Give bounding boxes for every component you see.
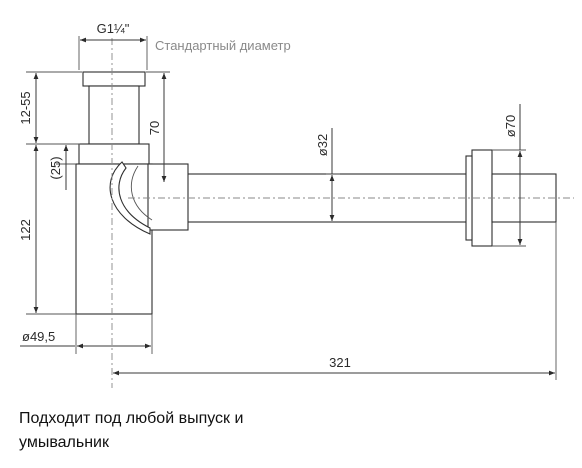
top-nut xyxy=(82,71,146,87)
center-lines xyxy=(111,38,574,388)
outlet-nut xyxy=(147,163,189,231)
left-dimensions: 12-55 122 (25) xyxy=(18,71,82,315)
length-label: 321 xyxy=(329,355,351,370)
body-diameter-dimension: ø49,5 xyxy=(20,314,153,354)
thread-dimension: G1¼" Стандартный диаметр xyxy=(78,21,291,70)
length-dimension: 321 xyxy=(113,222,557,380)
body-height-label: 122 xyxy=(18,219,33,241)
pipe-diameter-label: ø32 xyxy=(315,134,330,156)
flange-diameter-dimension: ø70 xyxy=(492,104,526,247)
flange-diameter-label: ø70 xyxy=(503,115,518,137)
standard-diameter-note: Стандартный диаметр xyxy=(155,38,291,53)
thread-label: G1¼" xyxy=(97,21,130,36)
outlet-height-dimension: 70 xyxy=(146,71,170,182)
pipe-diameter-dimension: ø32 xyxy=(315,128,340,221)
body-diameter-label: ø49,5 xyxy=(22,329,55,344)
middle-collar xyxy=(78,143,150,165)
caption-text: Подходит под любой выпуск и умывальник xyxy=(19,410,244,451)
siphon-technical-drawing: G1¼" Стандартный диаметр 12-55 122 (25) … xyxy=(18,21,574,388)
height-adjust-label: 12-55 xyxy=(18,91,33,124)
offset-label: (25) xyxy=(48,156,63,179)
outlet-height-label: 70 xyxy=(147,121,162,135)
siphon-outline xyxy=(75,71,557,315)
inlet-tube xyxy=(88,85,140,145)
inner-bend-edge xyxy=(130,165,153,221)
